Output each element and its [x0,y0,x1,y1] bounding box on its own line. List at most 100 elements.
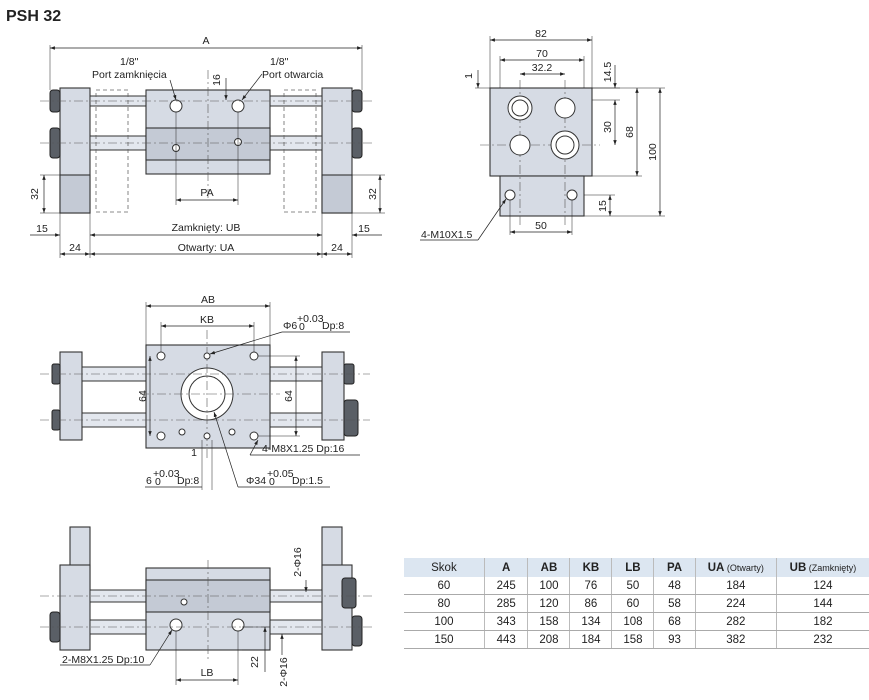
table-header-sub: (Otwarty) [724,562,764,573]
bottom-view: 2-Φ16 2-Φ16 22 LB 2-M8X1.25 Dp:10 [40,526,372,687]
mid-thread-label: 4-M8X1.25 Dp:16 [262,443,344,455]
table-cell: 232 [776,630,869,649]
pin-hole-main: Φ6 [283,320,297,332]
open-port-size: 1/8" [270,56,289,68]
pin-bottom-tol-low: 0 [155,476,161,488]
drawing-title: PSH 32 [6,8,62,25]
table-cell: 150 [404,630,485,649]
left-jaw [59,564,91,651]
hole-icon [228,428,236,436]
hidden-outline-left [95,89,129,213]
close-port-size: 1/8" [120,56,139,68]
dim-1: 1 [463,73,475,79]
dim-32-right: 32 [367,188,379,200]
port-icon [554,97,576,119]
table-cell: 80 [404,594,485,613]
dim-50: 50 [535,220,547,232]
table-cell: 134 [569,612,613,631]
table-header-cell: UA (Otwarty) [695,558,777,577]
table-cell: 100 [404,612,485,631]
table-header-main: A [502,561,511,574]
table-cell: 120 [527,594,571,613]
nut-icon [343,399,359,437]
table-cell: 208 [527,630,571,649]
table-cell: 100 [527,577,571,595]
dim-15-right: 15 [358,223,370,235]
pin-bottom-main: 6 [146,475,152,487]
dim-82: 82 [535,28,547,40]
table-cell: 76 [569,577,613,595]
hidden-outline-right [283,89,317,213]
end-body-upper [489,87,593,177]
table-cell: 50 [611,577,655,595]
end-view: 82 70 32.2 1 14.5 30 68 100 15 [420,28,665,241]
table-cell: 108 [611,612,655,631]
left-jaw [59,351,83,441]
table-header-cell: AB [527,558,571,577]
dim-16-label: 16 [211,74,223,86]
right-jaw [321,351,345,441]
table-cell: 124 [776,577,869,595]
pin-bottom-tol-up: +0.03 [153,468,180,480]
end-thread-label: 4-M10X1.5 [421,229,473,241]
right-jaw-foot [321,174,353,214]
rod-bore-icon [509,134,531,156]
dim-15: 15 [597,200,609,212]
dim-1-mid: 1 [191,447,197,459]
top-view: A 1/8" Port zamknięcia [29,35,385,258]
table-cell: 60 [404,577,485,595]
open-port-icon [231,99,245,113]
table-cell: 184 [569,630,613,649]
hole-icon [180,598,188,606]
pin-top-label: 2-Φ16 [292,547,304,577]
table-cell: 184 [695,577,777,595]
close-port-label: Port zamknięcia [92,69,167,81]
pin-hole-icon [203,432,211,440]
dim-PA-label: PA [200,187,213,199]
table-header-main: AB [540,561,558,574]
table-header-main: KB [582,561,600,574]
thread-hole-icon [156,351,166,361]
close-port-icon [169,99,183,113]
table-cell: 443 [484,630,529,649]
thread-hole-icon [231,618,245,632]
pin-hole-icon [203,352,211,360]
thread-hole-icon [249,431,259,441]
dim-24-right: 24 [331,242,343,254]
hole-icon [178,428,186,436]
table-cell: 224 [695,594,777,613]
dim-24-left: 24 [69,242,81,254]
dim-32-left: 32 [29,188,41,200]
table-cell: 158 [611,630,655,649]
closed-dim-label: Zamknięty: UB [172,222,241,234]
table-cell: 48 [653,577,696,595]
thread-hole-icon [156,431,166,441]
table-cell: 282 [695,612,777,631]
pin-hole-tol-up: +0.03 [297,313,324,325]
left-jaw-foot [59,174,91,214]
table-header-cell: KB [569,558,613,577]
table-cell: 245 [484,577,529,595]
dim-A-label: A [202,35,209,47]
table-header-main: UA [707,561,725,574]
pin-bottom-depth: Dp:8 [177,475,199,487]
dim-68: 68 [624,126,636,138]
bottom-thread-label: 2-M8X1.25 Dp:10 [62,654,144,666]
port-inner-icon [511,99,529,117]
table-cell: 93 [653,630,696,649]
table-cell: 158 [527,612,571,631]
pin-hole-depth: Dp:8 [322,320,344,332]
dim-70: 70 [536,48,548,60]
mount-hole-icon [566,189,578,201]
dim-LB: LB [201,667,214,679]
open-dim-label: Otwarty: UA [178,242,235,254]
dim-AB: AB [201,294,215,306]
mount-hole-icon [504,189,516,201]
table-header-main: Skok [431,561,457,574]
